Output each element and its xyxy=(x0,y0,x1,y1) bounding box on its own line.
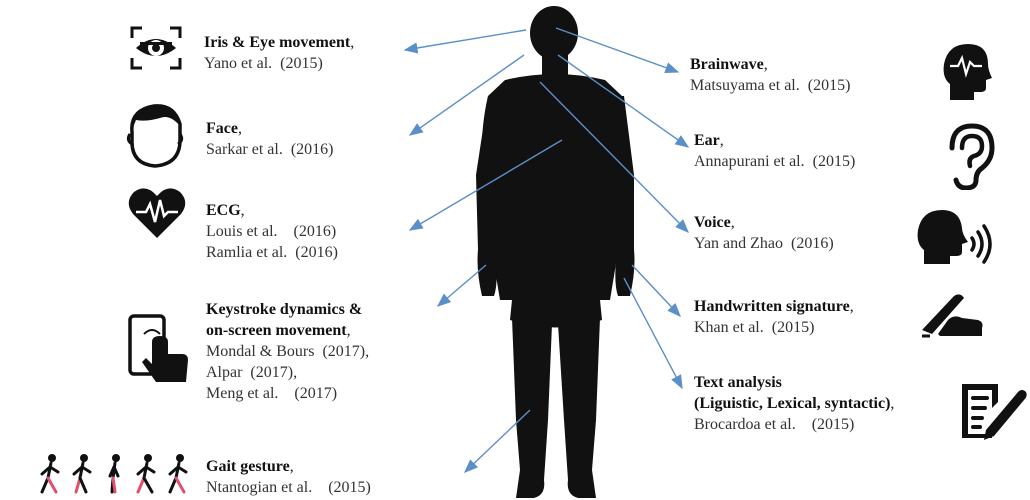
document-edit-icon xyxy=(956,380,1028,444)
title-ecg: ECG xyxy=(206,202,241,219)
ref-iris-eye: Yano et al. (2015) xyxy=(204,53,354,74)
arrow-iris xyxy=(405,30,526,50)
label-brainwave: Brainwave, Matsuyama et al. (2015) xyxy=(690,54,850,96)
label-keystroke: Keystroke dynamics & on-screen movement,… xyxy=(206,299,369,404)
title-text-analysis: Text analysis xyxy=(694,372,894,393)
speaking-head-icon xyxy=(914,206,996,266)
label-ecg: ECG, Louis et al. (2016) Ramlia et al. (… xyxy=(206,200,338,263)
label-iris-eye: Iris & Eye movement, Yano et al. (2015) xyxy=(204,32,354,74)
ref-text-analysis: Brocardoa et al. (2015) xyxy=(694,414,894,435)
ref-brainwave: Matsuyama et al. (2015) xyxy=(690,75,850,96)
title-face: Face xyxy=(206,120,238,137)
ref-voice: Yan and Zhao (2016) xyxy=(694,233,834,254)
arrow-text-analysis xyxy=(624,278,682,388)
title-keystroke: Keystroke dynamics & xyxy=(206,299,369,320)
ref-ear: Annapurani et al. (2015) xyxy=(694,151,855,172)
label-gait: Gait gesture, Ntantogian et al. (2015) xyxy=(206,456,371,498)
ref-gait: Ntantogian et al. (2015) xyxy=(206,477,371,498)
label-face: Face, Sarkar et al. (2016) xyxy=(206,118,334,160)
arrow-brainwave xyxy=(556,28,678,72)
ref-keystroke-1: Mondal & Bours (2017), xyxy=(206,341,369,362)
ref-face: Sarkar et al. (2016) xyxy=(206,139,334,160)
ref-keystroke-2: Alpar (2017), xyxy=(206,362,369,383)
ref-signature: Khan et al. (2015) xyxy=(694,317,854,338)
title-iris-eye: Iris & Eye movement xyxy=(204,34,350,51)
touch-phone-icon xyxy=(126,312,192,386)
heart-ecg-icon xyxy=(128,186,186,240)
label-voice: Voice, Yan and Zhao (2016) xyxy=(694,212,834,254)
eye-scan-icon xyxy=(128,24,184,72)
ear-icon xyxy=(944,122,996,190)
walking-figures-icon xyxy=(36,452,196,498)
arrow-signature xyxy=(632,265,680,316)
arrow-keystroke xyxy=(438,265,486,306)
label-signature: Handwritten signature, Khan et al. (2015… xyxy=(694,296,854,338)
title-text-analysis-2: (Liguistic, Lexical, syntactic) xyxy=(694,395,890,412)
title-brainwave: Brainwave xyxy=(690,56,764,73)
label-text-analysis: Text analysis (Liguistic, Lexical, synta… xyxy=(694,372,894,435)
human-silhouette xyxy=(476,6,635,498)
ref-keystroke-3: Meng et al. (2017) xyxy=(206,383,369,404)
title-keystroke-2: on-screen movement xyxy=(206,322,347,339)
face-icon xyxy=(124,102,186,170)
ref-ecg-2: Ramlia et al. (2016) xyxy=(206,242,338,263)
hand-pen-icon xyxy=(918,290,986,338)
brain-head-icon xyxy=(940,42,992,102)
title-gait: Gait gesture xyxy=(206,458,290,475)
title-ear: Ear xyxy=(694,132,720,149)
label-ear: Ear, Annapurani et al. (2015) xyxy=(694,130,855,172)
ref-ecg-1: Louis et al. (2016) xyxy=(206,221,338,242)
title-signature: Handwritten signature xyxy=(694,298,850,315)
title-voice: Voice xyxy=(694,214,731,231)
